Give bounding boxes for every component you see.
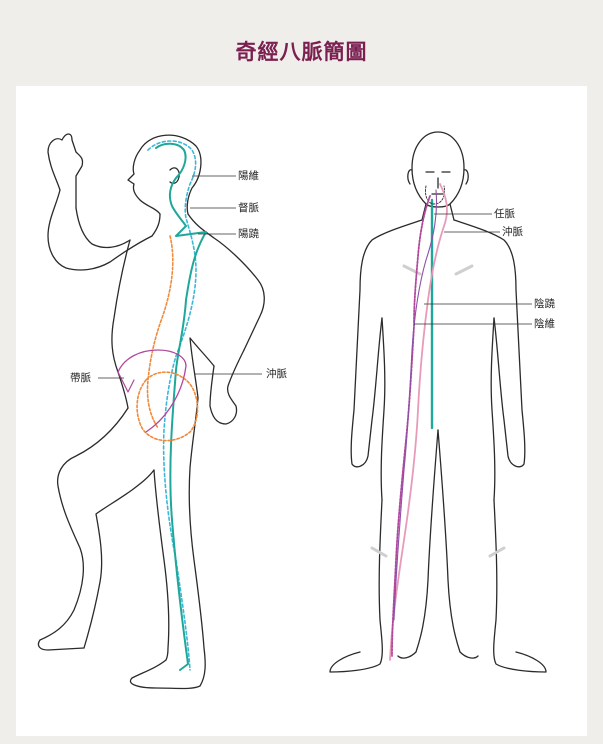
face-loop	[425, 185, 445, 205]
label-chong-mai-right: 沖脈	[502, 226, 523, 238]
label-du-mai: 督脈	[238, 202, 259, 214]
label-chong-mai-left: 沖脈	[266, 368, 287, 380]
side-view-figure	[37, 133, 265, 690]
front-view-figure	[329, 131, 547, 673]
label-yangwei: 陽維	[238, 170, 259, 182]
page-title: 奇經八脈簡圖	[235, 39, 368, 64]
label-yangqiao: 陽蹺	[238, 228, 259, 240]
label-dai-mai: 帶脈	[70, 372, 91, 384]
dai-mai-path	[117, 349, 187, 433]
left-leader-lines	[98, 175, 262, 379]
du-mai-path	[155, 142, 207, 671]
front-shading	[370, 264, 506, 558]
right-leader-lines	[414, 213, 532, 325]
label-yinqiao: 陰蹺	[534, 298, 555, 310]
front-view-meridians	[389, 183, 448, 661]
label-yinwei: 陰維	[534, 318, 555, 330]
chong-left-loop	[136, 371, 199, 442]
yinqiao-path	[393, 189, 438, 621]
yangqiao-path	[146, 235, 174, 429]
side-view-meridians	[117, 140, 207, 671]
label-ren-mai: 任脈	[494, 208, 515, 220]
chong-right-path	[389, 183, 448, 661]
